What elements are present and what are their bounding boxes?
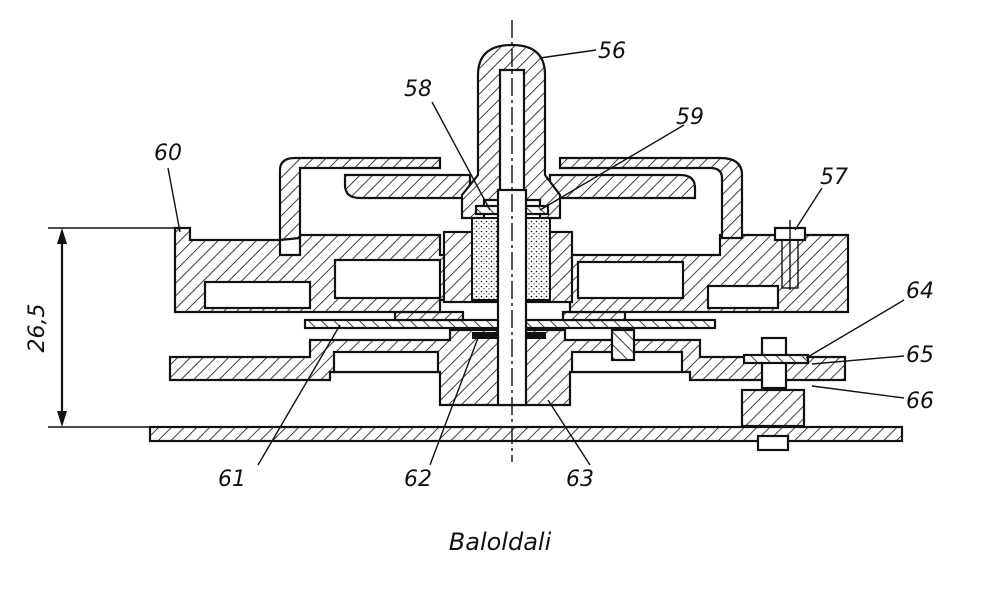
label-64: 64: [906, 279, 934, 304]
label-59: 59: [676, 105, 704, 130]
dome-cover: [278, 156, 442, 242]
stud-washer: [742, 353, 810, 365]
spacer-left: [393, 310, 465, 322]
label-61: 61: [218, 467, 246, 492]
dome-inner-web: [343, 173, 472, 200]
label-63: 63: [566, 467, 594, 492]
dome-inner-web-right: [548, 173, 697, 200]
housing-window-left: [203, 280, 312, 310]
stud-nut: [740, 388, 806, 428]
stud-foot: [756, 434, 790, 452]
spacer-right: [561, 310, 627, 322]
housing-window-mid-right: [576, 260, 685, 300]
label-58: 58: [404, 77, 432, 102]
label-57: 57: [820, 165, 848, 190]
base-plate: [148, 425, 904, 443]
label-66: 66: [906, 389, 934, 414]
dimension-label: 26,5: [25, 304, 50, 353]
housing-window-right: [706, 284, 780, 310]
housing-window-mid-left: [333, 258, 442, 300]
label-65: 65: [906, 343, 934, 368]
label-56: 56: [598, 39, 626, 64]
dome-cover-right: [558, 156, 744, 240]
label-60: 60: [154, 141, 182, 166]
locating-pin: [610, 328, 636, 362]
caption: Baloldali: [449, 528, 552, 556]
label-62: 62: [404, 467, 432, 492]
lower-disc-window-left: [332, 350, 440, 374]
